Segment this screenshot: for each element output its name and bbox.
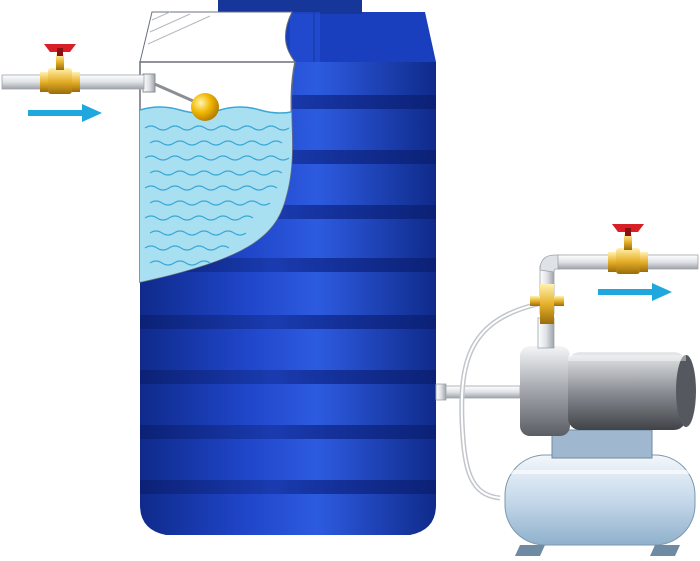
- inflow-arrow-icon: [28, 104, 102, 122]
- dome-panel: [290, 12, 320, 62]
- surface-pump: [520, 317, 696, 436]
- outlet-pipe: [530, 224, 699, 324]
- suction-pipe: [435, 383, 521, 401]
- pump-housing: [520, 346, 570, 436]
- float-arm: [149, 80, 201, 106]
- water-waves: [144, 125, 290, 266]
- tank-cutaway: [139, 11, 296, 283]
- outflow-arrow-icon: [598, 283, 672, 301]
- storage-tank: [139, 0, 436, 535]
- tank-cap: [218, 0, 362, 14]
- outlet-valve[interactable]: [608, 224, 648, 274]
- pump-base-plate: [551, 429, 653, 459]
- pump-motor: [568, 352, 686, 430]
- float-valve-body: [142, 73, 156, 93]
- inlet-valve[interactable]: [40, 44, 80, 94]
- pressure-tank-body: [504, 454, 696, 546]
- float-ball: [191, 93, 219, 121]
- pressure-tank: [504, 429, 696, 556]
- tee-fitting: [530, 284, 564, 324]
- inlet-pipe: [1, 44, 145, 94]
